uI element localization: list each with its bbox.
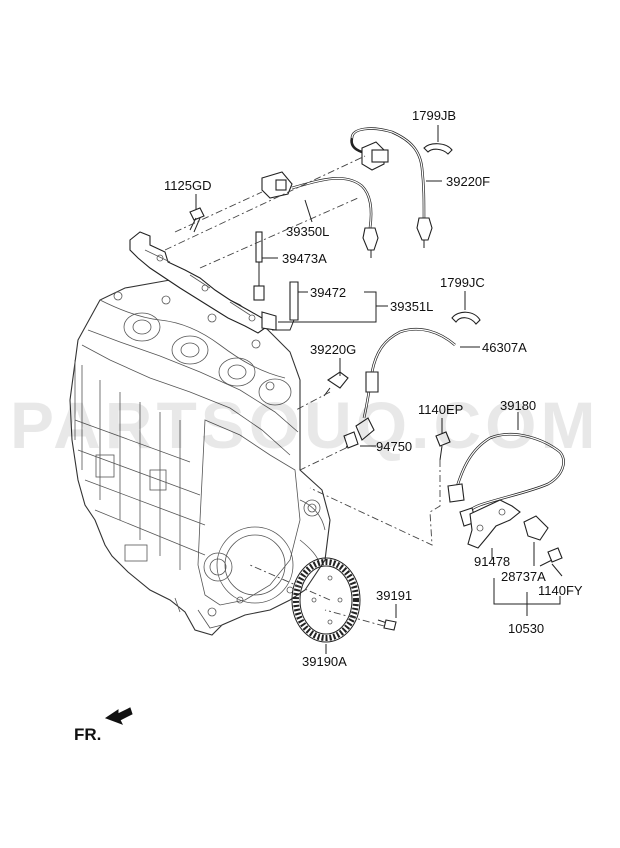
callout-39351l: 39351L xyxy=(390,299,433,314)
clip-1799jc xyxy=(451,311,481,325)
callout-39180: 39180 xyxy=(500,398,536,413)
callout-28737a: 28737A xyxy=(501,569,546,584)
callout-39220g: 39220G xyxy=(310,342,356,357)
reference-lines xyxy=(164,155,441,627)
callout-labels: 1799JB 39220F 1125GD 39350L 39473A 39472… xyxy=(164,108,583,669)
bolt-1140ep xyxy=(435,431,451,461)
bolt-1140fy xyxy=(539,547,563,567)
leader-lines xyxy=(195,125,563,654)
part-28737a xyxy=(523,515,549,541)
clip-1799jb xyxy=(423,143,453,155)
callout-94750: 94750 xyxy=(376,439,412,454)
callout-1140fy: 1140FY xyxy=(538,583,583,598)
front-direction-indicator: FR. xyxy=(74,707,133,744)
callout-91478: 91478 xyxy=(474,554,510,569)
callout-1799jb: 1799JB xyxy=(412,108,456,123)
callout-46307a: 46307A xyxy=(482,340,527,355)
callout-39350l: 39350L xyxy=(286,224,329,239)
tube-39472 xyxy=(261,281,299,331)
callout-39473a: 39473A xyxy=(282,251,327,266)
callout-39472: 39472 xyxy=(310,285,346,300)
oxygen-sensor-39350l xyxy=(261,171,379,258)
callout-10530: 10530 xyxy=(508,621,544,636)
callout-39191: 39191 xyxy=(376,588,412,603)
harness-39180 xyxy=(447,433,565,527)
watermark-text: PARTSOUQ.COM xyxy=(10,388,599,462)
bolt-39191 xyxy=(377,619,397,631)
callout-1799jc: 1799JC xyxy=(440,275,485,290)
callout-1125gd: 1125GD xyxy=(164,178,211,193)
callout-39220f: 39220F xyxy=(446,174,490,189)
reluctor-ring-39190a xyxy=(291,557,361,643)
callout-1140ep: 1140EP xyxy=(418,402,463,417)
engine-block xyxy=(69,279,331,636)
callout-39190a: 39190A xyxy=(302,654,347,669)
oxygen-sensor-39220f xyxy=(350,127,433,248)
bracket-91478 xyxy=(467,499,521,549)
harness-46307a xyxy=(343,327,456,449)
front-label: FR. xyxy=(74,725,101,744)
front-arrow-icon xyxy=(104,707,133,725)
bolt-1125gd xyxy=(189,207,205,233)
sensor-39473a xyxy=(253,231,265,301)
